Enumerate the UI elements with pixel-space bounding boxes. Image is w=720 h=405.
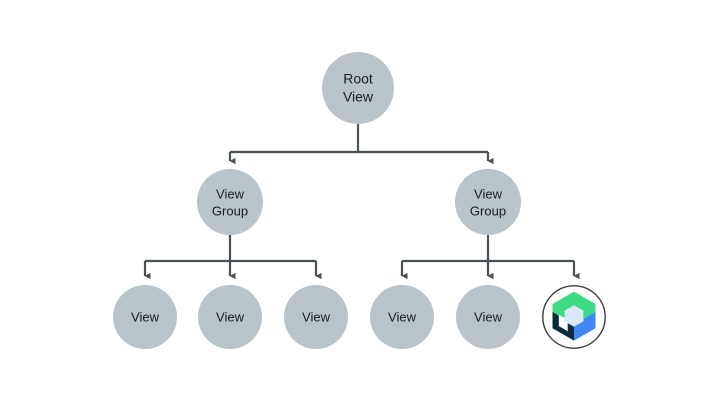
node-view-group-left-label-line2: Group (212, 203, 248, 218)
node-root-view-circle (322, 52, 394, 124)
node-view-group-right-label-line1: View (474, 186, 503, 201)
jetpack-compose-logo-icon (552, 291, 596, 341)
node-view-leaf-1-label: View (131, 309, 160, 324)
node-root-view-label-line1: Root (343, 71, 373, 87)
node-view-leaf-2[interactable]: View (198, 285, 262, 349)
node-view-leaf-3-label: View (302, 309, 331, 324)
compose-logo-top-face (552, 291, 596, 317)
node-view-leaf-4[interactable]: View (370, 285, 434, 349)
node-root-view[interactable]: Root View (322, 52, 394, 124)
node-view-leaf-3[interactable]: View (284, 285, 348, 349)
node-view-group-left-circle (197, 169, 263, 235)
node-view-leaf-2-circle (198, 285, 262, 349)
node-view-group-right-label-line2: Group (470, 203, 506, 218)
node-compose-leaf[interactable] (542, 285, 606, 349)
node-view-leaf-1-circle (113, 285, 177, 349)
node-view-group-left[interactable]: View Group (197, 169, 263, 235)
node-root-view-label-line2: View (343, 89, 374, 105)
node-view-leaf-1[interactable]: View (113, 285, 177, 349)
node-view-group-right[interactable]: View Group (455, 169, 521, 235)
node-view-leaf-2-label: View (216, 309, 245, 324)
node-view-group-left-label-line1: View (216, 186, 245, 201)
node-view-leaf-3-circle (284, 285, 348, 349)
node-view-leaf-5-circle (456, 285, 520, 349)
node-view-leaf-5[interactable]: View (456, 285, 520, 349)
node-view-leaf-4-circle (370, 285, 434, 349)
node-view-leaf-5-label: View (474, 309, 503, 324)
compose-logo-center-hexagon (564, 305, 584, 327)
node-view-leaf-4-label: View (388, 309, 417, 324)
connector-layer (143, 124, 580, 280)
node-view-group-right-circle (455, 169, 521, 235)
